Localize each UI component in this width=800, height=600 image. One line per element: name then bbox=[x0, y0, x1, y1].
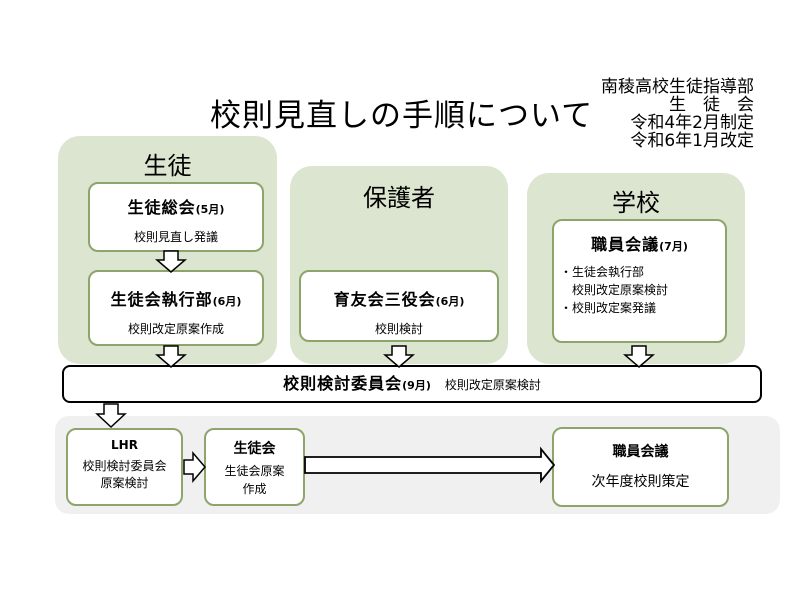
box-items: ・生徒会執行部 校則改定原案検討・校則改定案発議 bbox=[560, 263, 725, 317]
panel-parents-label: 保護者 bbox=[363, 184, 435, 212]
box-desc: 校則検討 bbox=[374, 322, 423, 336]
box-lhr: LHR 校則検討委員会 原案検討 bbox=[66, 428, 183, 506]
box-title: 生徒会 bbox=[233, 441, 276, 457]
box-month: (6月) bbox=[212, 295, 242, 308]
box-student-general-assembly: 生徒総会(5月) 校則見直し発議 bbox=[88, 182, 264, 252]
panel-school-label: 学校 bbox=[612, 189, 660, 217]
box-student-council: 生徒会 生徒会原案 作成 bbox=[204, 428, 305, 506]
org-line: 令和6年1月改定 bbox=[630, 131, 754, 151]
committee-title: 校則検討委員会 bbox=[283, 374, 403, 393]
box-title: 生徒会執行部 bbox=[110, 290, 213, 309]
box-item: ・校則改定案発議 bbox=[560, 301, 657, 315]
box-desc: 校則見直し発議 bbox=[133, 230, 218, 244]
arrow-down-icon bbox=[154, 250, 188, 273]
page-title: 校則見直しの手順について bbox=[210, 98, 594, 134]
org-line: 生 徒 会 bbox=[669, 95, 754, 115]
box-line: 原案検討 bbox=[100, 476, 149, 490]
box-student-council-exec: 生徒会執行部(6月) 校則改定原案作成 bbox=[88, 270, 264, 346]
box-month: (5月) bbox=[195, 203, 225, 216]
arrow-down-icon bbox=[382, 345, 416, 368]
panel-students: 生徒 生徒総会(5月) 校則見直し発議 生徒会執行部(6月) 校則改定原案作成 bbox=[58, 136, 277, 364]
organization-info: 南稜高校生徒指導部生 徒 会令和4年2月制定令和6年1月改定 bbox=[601, 78, 754, 150]
arrow-down-icon bbox=[154, 345, 188, 368]
box-rules-committee: 校則検討委員会(9月) 校則改定原案検討 bbox=[62, 365, 762, 403]
box-pta-officers: 育友会三役会(6月) 校則検討 bbox=[299, 270, 499, 342]
box-desc: 校則改定原案作成 bbox=[127, 322, 224, 336]
arrow-right-icon bbox=[183, 450, 206, 484]
box-staff-meeting-final: 職員会議 次年度校則策定 bbox=[552, 427, 729, 507]
org-line: 令和4年2月制定 bbox=[630, 113, 754, 133]
org-line: 南稜高校生徒指導部 bbox=[601, 77, 754, 97]
panel-school: 学校 職員会議(7月) ・生徒会執行部 校則改定原案検討・校則改定案発議 bbox=[527, 173, 745, 364]
box-line: 校則検討委員会 bbox=[82, 459, 167, 473]
panel-parents: 保護者 育友会三役会(6月) 校則検討 bbox=[290, 166, 508, 364]
box-title: 職員会議 bbox=[591, 235, 660, 254]
panel-students-label: 生徒 bbox=[143, 152, 192, 180]
box-month: (7月) bbox=[659, 240, 688, 253]
box-line: 作成 bbox=[242, 482, 267, 496]
arrow-down-icon bbox=[95, 403, 127, 429]
arrow-right-long-icon bbox=[304, 446, 556, 484]
box-month: (6月) bbox=[435, 295, 465, 308]
box-title: 育友会三役会 bbox=[333, 290, 436, 309]
box-title: LHR bbox=[111, 438, 138, 452]
arrow-down-icon bbox=[622, 345, 656, 368]
box-title: 生徒総会 bbox=[127, 198, 196, 217]
box-line: 次年度校則策定 bbox=[591, 474, 690, 490]
box-line: 生徒会原案 bbox=[224, 464, 285, 478]
box-staff-meeting: 職員会議(7月) ・生徒会執行部 校則改定原案検討・校則改定案発議 bbox=[552, 219, 727, 343]
committee-month: (9月) bbox=[402, 379, 431, 392]
box-item: 校則改定原案検討 bbox=[560, 283, 669, 297]
committee-desc: 校則改定原案検討 bbox=[444, 378, 541, 392]
box-title: 職員会議 bbox=[612, 444, 669, 460]
box-item: ・生徒会執行部 bbox=[560, 265, 645, 279]
